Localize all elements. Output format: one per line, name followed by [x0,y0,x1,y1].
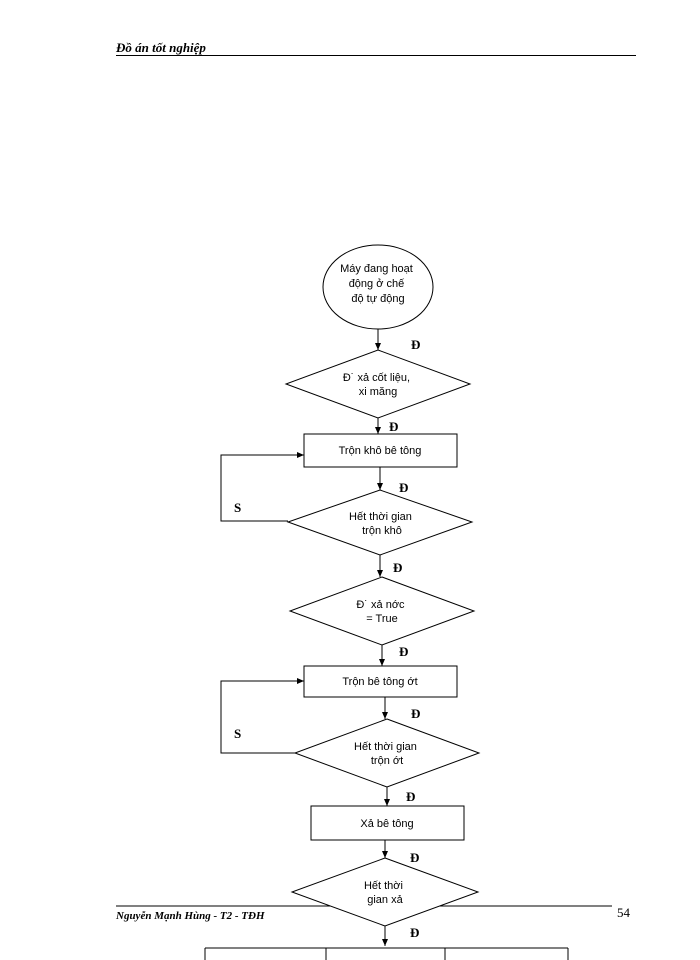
d1-line-1: Đ˙ xả cốt liệu, [343,372,410,384]
d3-line-2: = True [366,613,398,625]
d4-line-2: trộn ớt [371,755,403,767]
footer-author: Nguyễn Mạnh Hùng - T2 - TĐH [115,910,265,922]
d2-line-1: Hết thời gian [349,511,412,523]
yes-label-4: Đ [393,560,402,575]
d1-line-2: xi măng [359,386,398,398]
decision-wet-mix-time [293,718,481,788]
no-label-2: S [234,726,241,741]
p2-label: Trộn bê tông ớt [342,676,417,688]
start-node [322,244,434,330]
d5-line-1: Hết thời [364,880,403,892]
d3-line-1: Đ˙ xả nớc [356,599,405,611]
decision-water-discharged [288,576,476,646]
yes-label-6: Đ [411,706,420,721]
start-node-label: Máy đang hoạt động ở chế độ tự động [340,263,416,305]
decision-discharge-aggregate-cement [284,349,472,419]
process-wet-mix [303,665,458,698]
loop-d2-p1 [220,452,304,522]
decision-5-label: Hết thời gian xả [364,880,406,906]
d5-line-2: gian xả [367,894,403,906]
start-line-2: động ở chế [349,278,405,290]
start-line-1: Máy đang hoạt [340,263,413,275]
no-label-1: S [234,500,241,515]
decision-2-label: Hết thời gian trộn khô [349,511,415,537]
decision-3-label: Đ˙ xả nớc = True [356,599,407,625]
yes-label-8: Đ [410,850,419,865]
decision-dry-mix-time [286,489,474,556]
yes-label-3: Đ [399,480,408,495]
process-dry-mix [303,433,458,468]
process-discharge-concrete [310,805,465,841]
yes-label-9: Đ [410,925,419,940]
p3-label: Xả bê tông [360,818,413,830]
start-line-3: độ tự động [351,293,404,305]
decision-discharge-time [290,857,480,927]
d4-line-1: Hết thời gian [354,741,417,753]
yes-label-1: Đ [411,337,420,352]
header-rule [116,55,636,56]
p1-label: Trộn khô bê tông [339,445,422,457]
decision-1-label: Đ˙ xả cốt liệu, xi măng [343,372,413,398]
page-header-title: Đồ án tốt nghiệp [116,40,206,55]
yes-label-5: Đ [399,644,408,659]
yes-label-2: Đ [389,419,398,434]
page-number: 54 [617,905,631,920]
yes-label-7: Đ [406,789,415,804]
loop-d4-p2 [220,678,304,754]
decision-4-label: Hết thời gian trộn ớt [354,741,420,767]
d2-line-2: trộn khô [362,525,402,537]
